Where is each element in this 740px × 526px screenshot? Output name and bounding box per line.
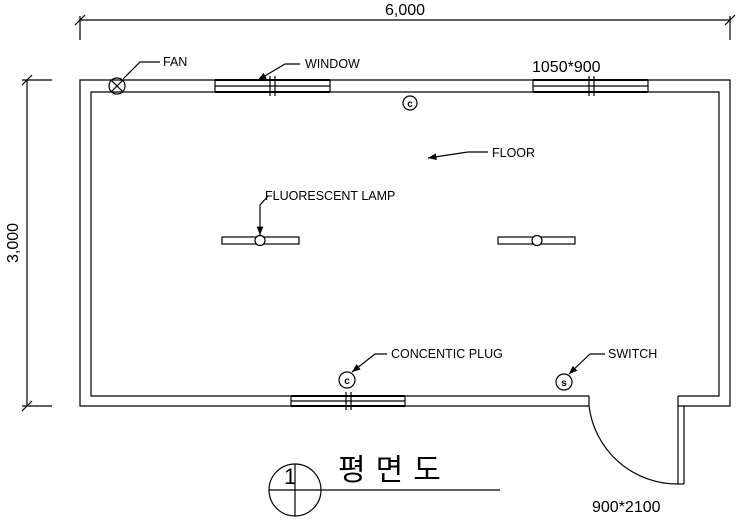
fan-label: FAN: [163, 55, 187, 69]
walls: [79, 79, 731, 407]
height-dimension: 3,000: [5, 74, 52, 412]
switch-icon: s: [555, 373, 573, 391]
lamp-leader: [256, 195, 269, 235]
window-bottom: [290, 392, 406, 410]
door: [588, 405, 685, 485]
switch-label: SWITCH: [608, 347, 657, 361]
window-size-label: 1050*900: [532, 59, 601, 76]
lamp-label: FLUORESCENT LAMP: [265, 189, 395, 203]
window-top-right: [532, 76, 649, 96]
title-text: 평면도: [338, 453, 451, 488]
width-dimension: 6,000: [74, 2, 736, 40]
drawing-title: 1 평면도: [268, 453, 500, 517]
floor-label: FLOOR: [492, 146, 535, 160]
fluorescent-lamp-right-icon: [497, 234, 576, 247]
floor-leader: [427, 151, 488, 161]
window-leader: [257, 63, 300, 81]
plug-leader: [351, 353, 387, 373]
fan-leader: [122, 61, 160, 80]
window-top-left: [214, 76, 331, 96]
door-size-label: 900*2100: [592, 499, 661, 516]
fluorescent-lamp-left-icon: [221, 234, 300, 247]
fan-icon: [108, 77, 126, 95]
outlet-top-icon: c: [402, 95, 418, 111]
window-label: WINDOW: [305, 57, 360, 71]
width-dimension-label: 6,000: [385, 2, 425, 19]
svg-text:s: s: [561, 378, 567, 389]
switch-leader: [568, 353, 605, 375]
title-number: 1: [284, 464, 296, 489]
concentric-plug-icon: c: [338, 371, 356, 389]
svg-text:c: c: [344, 376, 350, 387]
svg-text:c: c: [407, 99, 413, 110]
height-dimension-label: 3,000: [5, 223, 22, 263]
plug-label: CONCENTIC PLUG: [391, 347, 503, 361]
